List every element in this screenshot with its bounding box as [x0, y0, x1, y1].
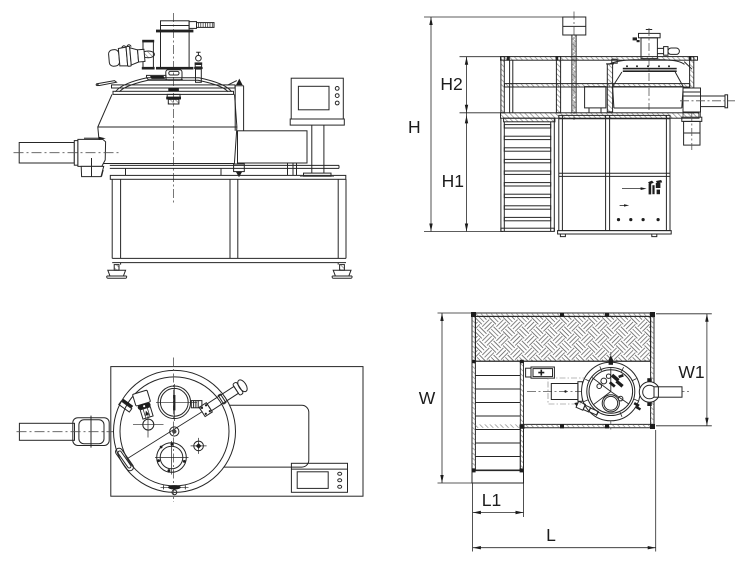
plan-rim-handle [115, 447, 134, 472]
front-control-panel [289, 77, 345, 177]
platform-mixer-lance [574, 400, 599, 416]
platform-post-marks [471, 312, 655, 473]
front-drive-housing [237, 130, 308, 176]
dim-label-h2: H2 [440, 74, 462, 94]
side-elevation-view: H H2 H1 [408, 11, 735, 238]
front-discharge-valve [13, 136, 119, 178]
front-foot-right [331, 264, 353, 279]
side-mixer [584, 28, 735, 150]
side-railing [500, 56, 698, 114]
side-cabinet [557, 114, 672, 238]
platform-mixer-hinge [633, 401, 642, 411]
side-lift-motor [562, 11, 587, 120]
dim-label-l: L [546, 525, 556, 545]
front-lid-flange [111, 84, 236, 105]
dim-label-h1: H1 [442, 171, 464, 191]
plan-control-panel [290, 462, 348, 493]
front-spray-lance [108, 44, 146, 67]
side-staircase [500, 118, 555, 232]
plan-lower-port [155, 441, 189, 475]
side-platform-floor [500, 112, 700, 123]
plan-sight-port [156, 384, 203, 421]
front-chopper-motor [156, 20, 215, 70]
front-lid-lift [227, 78, 245, 178]
plan-chopper [118, 389, 164, 438]
platform-stairs [475, 361, 524, 483]
front-bowl [97, 94, 238, 164]
side-discharge [680, 87, 735, 150]
platform-walkway-hatch [474, 315, 652, 362]
side-cabinet-logo [648, 180, 663, 195]
front-spray-pipe [108, 39, 155, 70]
dim-label-w: W [419, 388, 436, 408]
platform-mixer-top [527, 352, 689, 430]
platform-plus-box [525, 366, 555, 379]
front-table-frame [106, 174, 353, 279]
dim-label-l1: L1 [482, 490, 501, 510]
front-elevation-view [13, 13, 353, 279]
platform-mixer-blades [608, 373, 624, 388]
plan-nozzle-arm [198, 379, 248, 418]
machine-plan-view [16, 357, 364, 502]
side-dimensions: H H2 H1 [408, 16, 586, 232]
dim-label-w1: W1 [678, 362, 704, 382]
front-lid-valve [194, 51, 203, 83]
platform-discharge-right [638, 378, 683, 406]
front-foot-left [106, 264, 128, 279]
plan-datum-target [190, 437, 207, 454]
platform-plan-view: W W1 L1 L [419, 312, 712, 552]
dim-label-h: H [408, 117, 421, 137]
plan-bowl [113, 357, 248, 502]
front-base-shelf [109, 164, 340, 176]
side-stair-treads [503, 124, 552, 222]
platform-dimensions: W W1 L1 L [419, 312, 712, 552]
plan-bottom-fitting [160, 485, 189, 496]
